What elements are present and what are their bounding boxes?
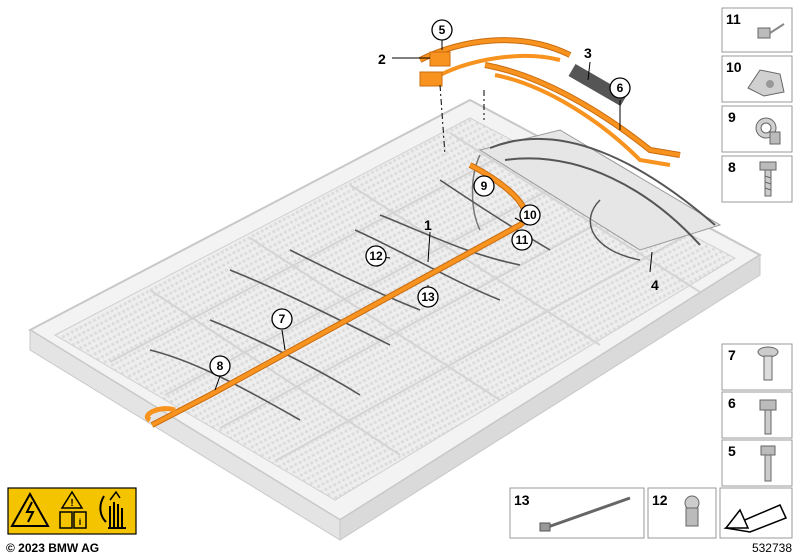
copyright-label: © 2023 BMW AG: [6, 541, 100, 555]
callout-3: 3: [584, 45, 592, 61]
circle-callout-10: 10: [519, 204, 541, 226]
parts-panel-top: 11 10 9 8: [721, 7, 793, 203]
panel-label-13: 13: [514, 492, 530, 508]
svg-text:9: 9: [481, 179, 488, 193]
callout-1: 1: [424, 217, 432, 233]
hv-cable-main: [145, 162, 529, 428]
callout-4: 4: [651, 277, 659, 293]
panel-label-12: 12: [652, 492, 668, 508]
svg-text:i: i: [79, 517, 82, 527]
circle-callout-9: 9: [473, 175, 495, 197]
svg-text:8: 8: [217, 359, 224, 373]
circle-callout-13: 13: [417, 286, 439, 308]
stud-bolt-icon: [759, 399, 777, 435]
panel-label-11: 11: [726, 11, 741, 27]
rivet-icon: [757, 346, 779, 381]
panel-label-9: 9: [728, 109, 736, 125]
guide-lines: [439, 84, 485, 156]
battery-tray: [27, 98, 762, 541]
svg-text:11: 11: [516, 233, 529, 247]
signal-wiring: [149, 179, 551, 421]
circle-callout-11: 11: [511, 229, 533, 251]
cable-tie-icon: [539, 496, 631, 532]
callout-2: 2: [378, 51, 386, 67]
svg-text:!: !: [70, 498, 73, 509]
clamp-icon: [755, 117, 781, 145]
bolt-icon: [759, 161, 777, 197]
grommet-icon: [684, 495, 700, 527]
electric-hand-warning-icon: [99, 490, 126, 529]
svg-text:10: 10: [523, 208, 537, 222]
circle-callout-5: 5: [431, 19, 453, 41]
signal-harness-module: [471, 129, 722, 261]
warning-panel: ! i: [7, 487, 137, 535]
svg-text:6: 6: [617, 81, 624, 95]
parts-panel-bottom-row: 13 12: [509, 487, 793, 539]
svg-text:13: 13: [421, 290, 435, 304]
panel-label-5: 5: [728, 443, 736, 459]
circle-callout-8: 8: [209, 355, 231, 377]
svg-text:12: 12: [369, 249, 383, 263]
diagram-id-label: 532738: [751, 541, 792, 555]
high-voltage-warning-icon: [10, 491, 50, 527]
panel-label-7: 7: [728, 347, 736, 363]
direction-arrow-icon: [723, 504, 788, 533]
circle-callout-7: 7: [271, 308, 293, 330]
parts-panel-bottom: 7 6 5: [721, 343, 793, 487]
cable-holder-icon: [747, 69, 785, 97]
circle-callout-6: 6: [609, 77, 631, 99]
screw-icon: [760, 445, 776, 482]
svg-text:5: 5: [439, 23, 446, 37]
panel-label-10: 10: [726, 59, 742, 75]
panel-label-8: 8: [728, 159, 736, 175]
cable-clip-icon: [757, 23, 785, 39]
caution-manual-icon: ! i: [59, 490, 87, 529]
svg-text:7: 7: [279, 312, 286, 326]
circle-callout-12: 12: [365, 245, 387, 267]
panel-label-6: 6: [728, 395, 736, 411]
